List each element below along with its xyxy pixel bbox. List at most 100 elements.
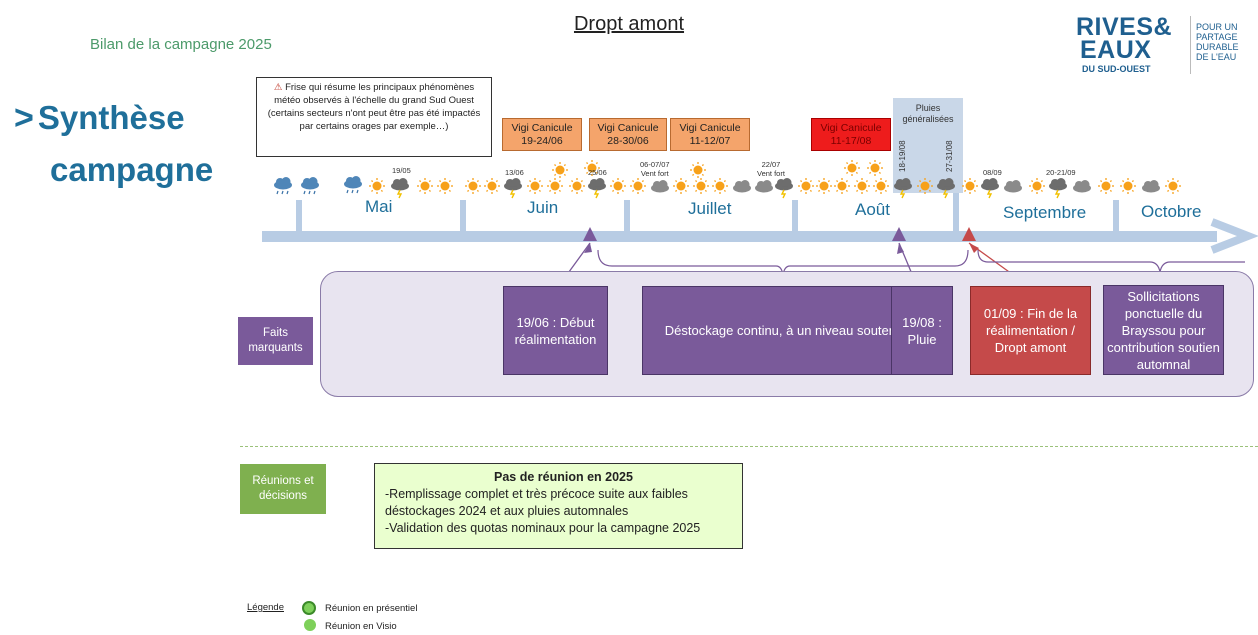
storm-icon [980,177,1000,199]
storm-icon [1048,177,1068,199]
connector-arrow [897,243,904,254]
sun-icon [551,161,569,179]
sun-icon [416,177,434,195]
timeline-bar [262,231,1217,242]
sun-icon [629,177,647,195]
sun-icon [1028,177,1046,195]
month-separator [624,200,630,236]
vigi-canicule-4: Vigi Canicule 11-17/08 [811,118,891,151]
sun-icon [483,177,501,195]
date-label: 22/07 Vent fort [757,160,785,178]
sun-icon [526,177,544,195]
month-label-octobre: Octobre [1141,202,1202,221]
section-title-line1: Synthèse [37,99,185,136]
sun-icon [368,177,386,195]
vigi-dates: 11-12/07 [689,135,731,147]
timeline-note-text: Frise qui résume les principaux phénomèn… [267,82,481,132]
date-label-value: 06-07/07 [640,160,670,169]
chevron-right-icon: > [14,99,34,137]
sun-icon [815,177,833,195]
sun-icon [961,177,979,195]
vigi-dates: 19-24/06 [521,135,563,147]
logo-line1: RIVES& [1076,13,1173,41]
month-label-aout: Août [855,200,890,219]
rain-icon [343,175,363,194]
month-label-juillet: Juillet [688,199,732,218]
reunion-box: Pas de réunion en 2025 -Remplissage comp… [374,463,743,549]
vigi-canicule-2: Vigi Canicule 28-30/06 [589,118,667,151]
vigi-title: Vigi Canicule [679,122,741,134]
faits-marquants-label: Faits marquants [238,317,313,365]
reunion-line: -Remplissage complet et très précoce sui… [385,487,688,518]
cloud-icon [755,180,773,193]
vigi-dates: 11-17/08 [830,135,872,147]
pluies-generalisees-band [893,98,963,193]
date-label: 06-07/07 Vent fort [640,160,670,178]
logo-tagline-2: PARTAGE [1196,32,1238,42]
logo-tagline: POUR UN PARTAGE DURABLE DE L'EAU [1196,22,1239,62]
date-label: 20-21/09 [1046,168,1076,177]
date-label-value: 22/07 [761,160,781,169]
section-title-line2: campagne [50,151,214,188]
sun-icon [1164,177,1182,195]
month-separator [953,193,959,236]
fait-debut-realimentation: 19/06 : Début réalimentation [503,286,608,375]
logo-divider [1190,16,1191,74]
sun-icon [464,177,482,195]
event-marker-1908 [892,227,906,241]
legend-visio-label: Réunion en Visio [325,621,397,632]
sun-icon [546,177,564,195]
month-label-septembre: Septembre [1003,203,1087,222]
logo-line2: EAUX [1080,36,1152,64]
event-marker-1906 [583,227,597,241]
vigi-canicule-3: Vigi Canicule 11-12/07 [670,118,750,151]
sun-icon [872,177,890,195]
storm-icon [893,177,913,199]
storm-icon [390,177,410,199]
page-subtitle: Bilan de la campagne 2025 [90,36,272,53]
month-separator [1113,200,1119,236]
reunions-label: Réunions et décisions [240,464,326,514]
sun-icon [866,159,884,177]
cloud-icon [1142,180,1160,193]
vigi-title: Vigi Canicule [597,122,659,134]
logo-tagline-4: DE L'EAU [1196,52,1237,62]
timeline-note: ⚠ Frise qui résume les principaux phénom… [256,77,492,157]
logo-wordmark: RIVES& EAUX [1076,13,1173,64]
logo-tagline-3: DURABLE [1196,42,1239,52]
cloud-icon [651,180,669,193]
sun-icon [916,177,934,195]
vigi-dates: 28-30/06 [607,135,649,147]
date-label-note: Vent fort [640,169,669,178]
vigi-canicule-1: Vigi Canicule 19-24/06 [502,118,582,151]
sun-icon [797,177,815,195]
date-label: 13/06 [505,168,524,177]
cloud-icon [733,180,751,193]
legend-presentiel-label: Réunion en présentiel [325,603,418,614]
sun-icon [843,159,861,177]
pluies-generalisees-label: Pluies généralisées [902,103,954,124]
storm-icon [936,177,956,199]
sun-icon [692,177,710,195]
storm-icon [587,177,607,199]
vigi-title: Vigi Canicule [511,122,573,134]
month-separator [792,200,798,236]
logo: RIVES& EAUX DU SUD-OUEST POUR UN PARTAGE… [1072,13,1258,80]
month-label-mai: Mai [365,197,393,216]
fait-destockage: Déstockage continu, à un niveau soutenu [642,286,926,375]
legend-visio-icon [304,619,316,631]
section-divider [240,446,1258,447]
reunion-line: -Validation des quotas nominaux pour la … [385,521,701,535]
sun-icon [689,161,707,179]
warning-icon: ⚠ [273,82,283,93]
sollicitations-bracket [977,249,1245,273]
page-title: Dropt amont [573,13,685,35]
rain-icon [273,176,293,195]
legend-presentiel-icon [302,601,316,615]
month-separator [296,200,302,236]
section-title: >Synthèse campagne [14,92,213,196]
sun-icon [833,177,851,195]
vigi-title: Vigi Canicule [820,122,882,134]
sun-icon [609,177,627,195]
